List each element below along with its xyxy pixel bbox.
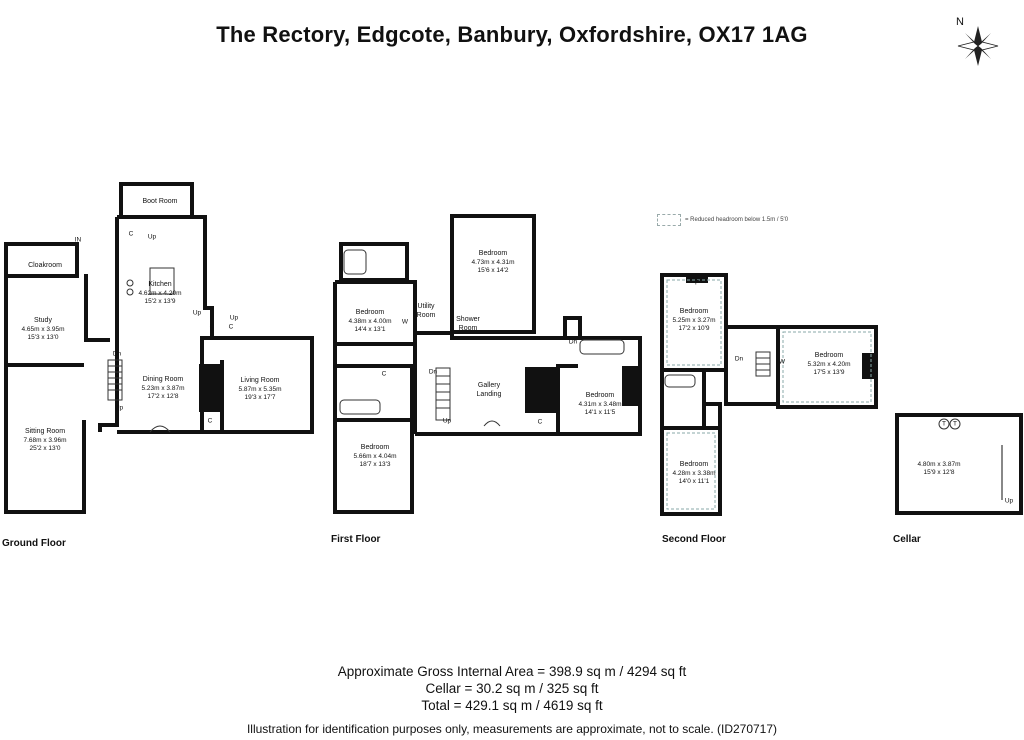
dashed-swatch-icon	[657, 214, 681, 226]
room-label-f1-bedroom-top: Bedroom 4.73m x 4.31m 15'6 x 14'2	[471, 250, 515, 274]
room-label-study: Study 4.65m x 3.95m 15'3 x 13'0	[21, 317, 65, 341]
room-label-f2-bedroom-right: Bedroom 5.32m x 4.20m 17'5 x 13'9	[807, 352, 851, 376]
compass-icon: N	[956, 16, 999, 66]
svg-text:N: N	[956, 16, 964, 28]
tag-up: Up	[114, 404, 124, 412]
tag-c: C	[537, 418, 543, 426]
room-label-f1-bedroom-left: Bedroom 4.38m x 4.00m 14'4 x 13'1	[348, 309, 392, 333]
tag-c: C	[128, 230, 134, 238]
ground-floor-walls	[4, 182, 314, 514]
tag-dn: Dn	[568, 338, 578, 346]
gross-area: Approximate Gross Internal Area = 398.9 …	[337, 664, 687, 679]
plan-title: The Rectory, Edgcote, Banbury, Oxfordshi…	[216, 22, 808, 47]
room-label-boot-room: Boot Room	[142, 198, 178, 205]
tag-up: Up	[192, 309, 202, 317]
tag-f: F	[695, 279, 699, 287]
room-label-f2-bedroom-bottom: Bedroom 4.28m x 3.38m 14'0 x 11'1	[672, 461, 716, 485]
tag-dn: Dn	[428, 368, 438, 376]
tag-c: C	[228, 323, 234, 331]
legend-text: = Reduced headroom below 1.5m / 5'0	[685, 217, 789, 223]
floor-label-first: First Floor	[331, 534, 381, 545]
room-label-living: Living Room 5.87m x 5.35m 19'3 x 17'7	[238, 377, 282, 401]
tag-dn: Dn	[734, 355, 744, 363]
tag-w: W	[401, 318, 409, 326]
first-floor-walls	[333, 214, 642, 514]
room-label-f1-bedroom-right: Bedroom 4.31m x 3.48m 14'1 x 11'5	[578, 392, 622, 416]
tag-t: T	[953, 420, 957, 428]
tag-t: T	[942, 420, 946, 428]
room-label-shower: Shower Room	[456, 316, 480, 332]
tag-up: Up	[1004, 497, 1014, 505]
tag-c: C	[381, 370, 387, 378]
room-label-cloakroom: Cloakroom	[28, 262, 62, 269]
tag-up: Up	[147, 233, 157, 241]
room-label-utility: Utility Room	[416, 303, 436, 319]
tag-dn: Dn	[112, 350, 122, 358]
room-label-sitting: Sitting Room 7.68m x 3.96m 25'2 x 13'0	[23, 428, 67, 452]
headroom-legend: = Reduced headroom below 1.5m / 5'0	[657, 214, 788, 226]
floor-label-second: Second Floor	[662, 534, 726, 545]
room-label-dining: Dining Room 5.23m x 3.87m 17'2 x 12'8	[141, 376, 185, 400]
tag-c: C	[207, 417, 213, 425]
tag-w: W	[778, 358, 786, 366]
tag-c: C	[209, 323, 215, 331]
cellar-area: Cellar = 30.2 sq m / 325 sq ft	[425, 681, 599, 696]
tag-up: Up	[229, 314, 239, 322]
tag-up: Up	[442, 417, 452, 425]
total-area: Total = 429.1 sq m / 4619 sq ft	[421, 698, 603, 713]
room-label-kitchen: Kitchen 4.62m x 4.20m 15'2 x 13'9	[138, 281, 182, 305]
floor-label-ground: Ground Floor	[2, 538, 66, 549]
room-label-f2-bedroom-left: Bedroom 5.25m x 3.27m 17'2 x 10'9	[672, 308, 716, 332]
floor-label-cellar: Cellar	[893, 534, 921, 545]
cellar-walls	[895, 413, 1023, 515]
disclaimer: Illustration for identification purposes…	[246, 722, 778, 736]
room-label-f1-bedroom-bottom: Bedroom 5.66m x 4.04m 18'7 x 13'3	[353, 444, 397, 468]
second-floor-walls	[660, 273, 878, 516]
tag-in: IN	[74, 236, 82, 244]
room-label-cellar: 4.80m x 3.87m 15'9 x 12'8	[917, 461, 961, 477]
room-label-gallery: Gallery Landing	[476, 382, 502, 398]
